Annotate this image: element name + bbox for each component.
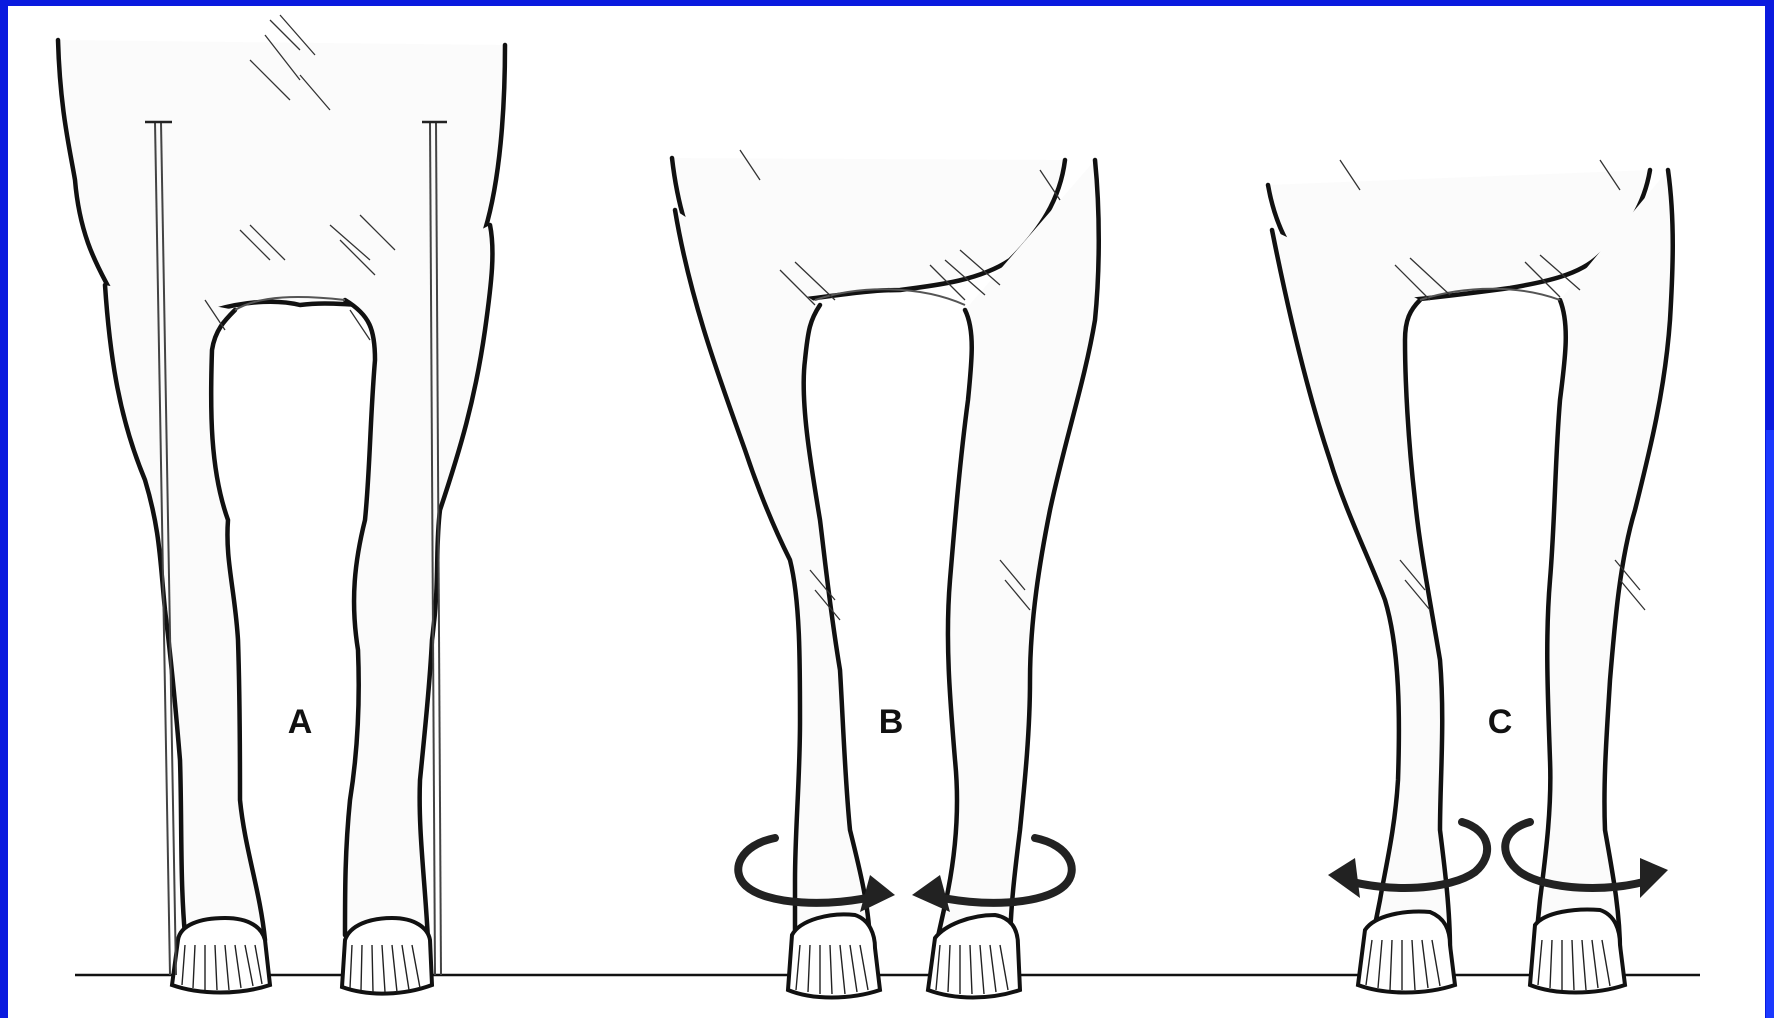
figure-b: B <box>672 150 1099 998</box>
figure-a: A <box>58 15 505 994</box>
figure-c-left-leg <box>1272 230 1450 950</box>
figure-c-left-hoof <box>1358 912 1455 993</box>
figure-a-right-hoof <box>342 918 432 994</box>
figure-a-left-leg <box>105 285 265 940</box>
figure-a-right-leg <box>345 225 492 940</box>
label-a: A <box>288 703 313 741</box>
figure-c-right-leg <box>1535 170 1673 952</box>
label-b: B <box>879 703 904 741</box>
figure-b-left-hoof <box>788 914 880 997</box>
figure-a-left-hoof <box>172 918 270 993</box>
figure-c-right-hoof <box>1530 910 1625 993</box>
label-c: C <box>1488 703 1513 741</box>
figure-c: C <box>1268 160 1673 993</box>
